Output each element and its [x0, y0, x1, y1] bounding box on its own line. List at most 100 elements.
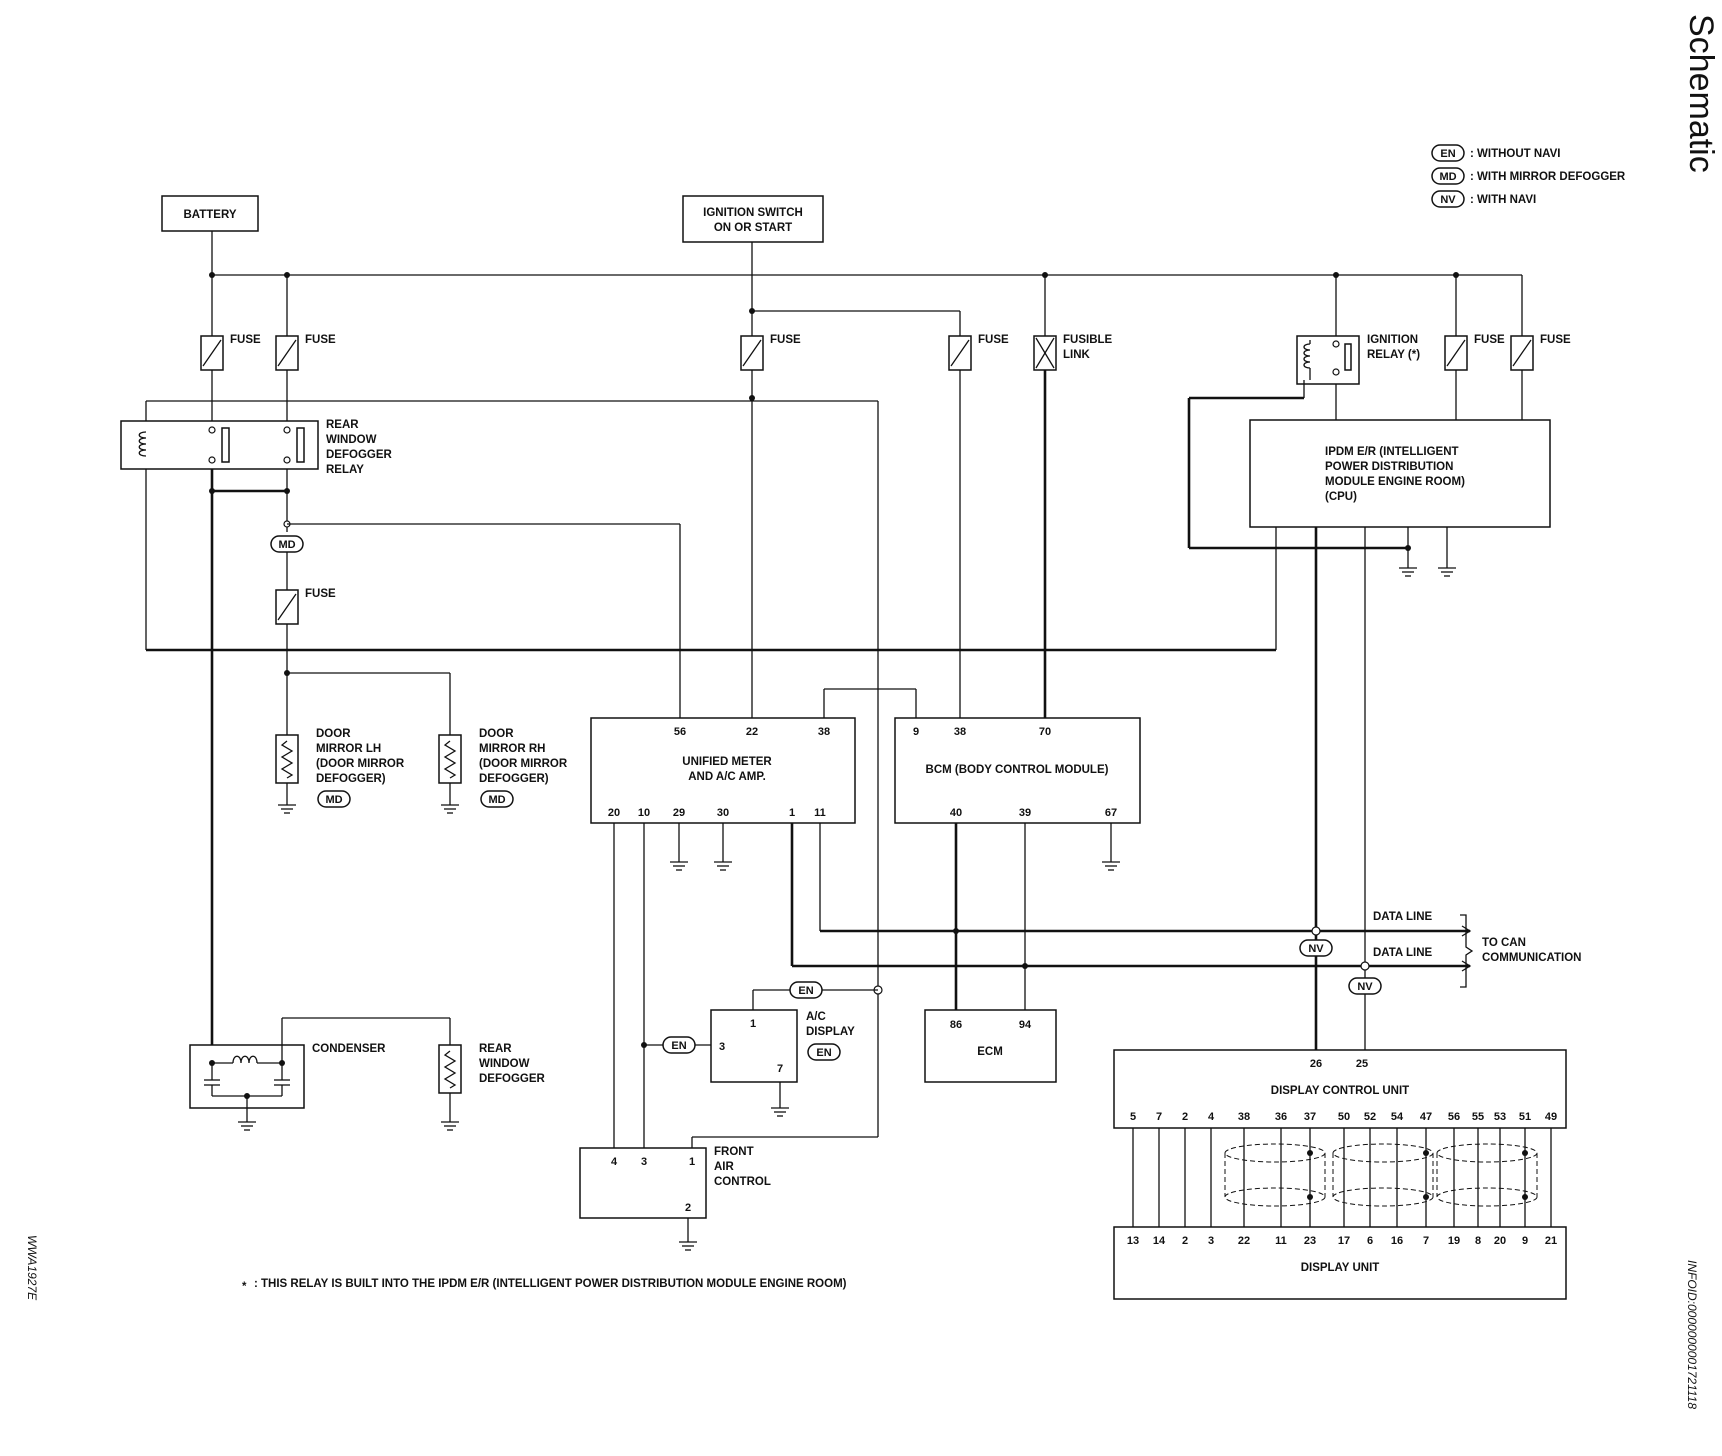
dcu-pin: 7 [1156, 1111, 1162, 1123]
ipdm-label-3: MODULE ENGINE ROOM) [1325, 476, 1465, 488]
relay-label-1: REAR [326, 419, 359, 431]
pin: 2 [685, 1202, 691, 1214]
pin: 70 [1039, 726, 1051, 738]
fuse-label: FUSE [978, 334, 1009, 346]
dcu-pin: 51 [1519, 1111, 1531, 1123]
dcu-pin: 2 [1182, 1111, 1188, 1123]
ignition-relay-label-2: RELAY (*) [1367, 349, 1420, 361]
du-pin: 13 [1127, 1235, 1139, 1247]
legend-nv-code: NV [1440, 194, 1456, 206]
fuse-ignition-meter [740, 311, 764, 718]
pin: 94 [1019, 1019, 1032, 1031]
ac-display-label-2: DISPLAY [806, 1026, 855, 1038]
rear-window-defogger [438, 1044, 462, 1131]
info-id: INFOID:0000000001721118 [1685, 1260, 1699, 1409]
battery-box [161, 195, 259, 232]
display-unit-box [1113, 1226, 1567, 1300]
mirror-rh-label-1: DOOR [479, 728, 514, 740]
data-line-label-1: DATA LINE [1373, 911, 1433, 923]
relay-label-2: WINDOW [326, 434, 377, 446]
pin: 26 [1310, 1058, 1322, 1070]
fuse-label: FUSE [1540, 334, 1571, 346]
du-pin: 23 [1304, 1235, 1316, 1247]
ecm-box [924, 1009, 1057, 1083]
front-air-control-box [579, 1147, 707, 1219]
pin: 38 [818, 726, 830, 738]
dcu-pin: 5 [1130, 1111, 1136, 1123]
md-tag-text: MD [325, 794, 342, 806]
rear-defogger-label-3: DEFOGGER [479, 1073, 546, 1085]
shield-junction [1522, 1150, 1528, 1156]
legend-md-code: MD [1439, 171, 1456, 183]
ipdm-label-1: IPDM E/R (INTELLIGENT [1325, 446, 1459, 458]
legend-md-tag [1431, 167, 1465, 185]
dcu-pin: 53 [1494, 1111, 1506, 1123]
shield-junction [1423, 1194, 1429, 1200]
can-brace [1460, 914, 1474, 988]
ipdm-er-box [1249, 419, 1551, 528]
shield-junction [1307, 1194, 1313, 1200]
du-pin: 20 [1494, 1235, 1506, 1247]
ignition-switch-label: IGNITION SWITCH [703, 207, 803, 219]
fuse-ignition-bcm [948, 311, 972, 718]
pin: 11 [814, 807, 826, 819]
pin: 3 [641, 1156, 647, 1168]
display-control-unit-box [1113, 1049, 1567, 1129]
fuse-label: FUSE [770, 334, 801, 346]
fuse-ipdm-2 [1510, 275, 1534, 420]
mirror-rh-label-2: MIRROR RH [479, 743, 545, 755]
ac-display-label-1: A/C [806, 1011, 826, 1023]
door-mirror-rh [438, 734, 462, 814]
mirror-lh-label-2: MIRROR LH [316, 743, 381, 755]
du-pin: 16 [1391, 1235, 1403, 1247]
mirror-lh-label-3: (DOOR MIRROR [316, 758, 405, 770]
fuse-label: FUSE [1474, 334, 1505, 346]
pin: 22 [746, 726, 758, 738]
pin: 9 [913, 726, 919, 738]
dcu-label: DISPLAY CONTROL UNIT [1271, 1085, 1409, 1097]
du-pin: 22 [1238, 1235, 1250, 1247]
en-tag-text: EN [798, 985, 813, 997]
fuse-label: FUSE [230, 334, 261, 346]
du-pin: 19 [1448, 1235, 1460, 1247]
ipdm-label-2: POWER DISTRIBUTION [1325, 461, 1453, 473]
dcu-pin: 56 [1448, 1111, 1460, 1123]
footnote-mark: * [242, 1281, 247, 1293]
du-pin: 17 [1338, 1235, 1350, 1247]
dcu-pin: 37 [1304, 1111, 1316, 1123]
pin: 67 [1105, 807, 1117, 819]
nv-tag-text: NV [1357, 981, 1373, 993]
ignition-relay-label: IGNITION [1367, 334, 1418, 346]
fuse-mirror [275, 589, 299, 735]
mirror-lh-label-1: DOOR [316, 728, 351, 740]
relay-label-4: RELAY [326, 464, 364, 476]
du-pin: 7 [1423, 1235, 1429, 1247]
legend-nv-text: : WITH NAVI [1470, 194, 1536, 206]
pin: 20 [608, 807, 620, 819]
door-mirror-lh [275, 734, 299, 814]
legend-en-tag [1431, 144, 1465, 162]
pin: 1 [750, 1018, 756, 1030]
ignition-switch-state: ON OR START [714, 222, 792, 234]
to-can-label-1: TO CAN [1482, 937, 1526, 949]
dcu-pin: 4 [1208, 1111, 1215, 1123]
fuse-label: FUSE [305, 334, 336, 346]
shield-group-3 [1436, 1143, 1538, 1207]
dcu-pin: 47 [1420, 1111, 1432, 1123]
du-pin: 8 [1475, 1235, 1481, 1247]
nv-tag-text: NV [1308, 943, 1324, 955]
md-tag-text: MD [488, 794, 505, 806]
dcu-pin: 38 [1238, 1111, 1250, 1123]
dcu-pin: 49 [1545, 1111, 1557, 1123]
mirror-rh-label-4: DEFOGGER) [479, 773, 549, 785]
shield-junction [1522, 1194, 1528, 1200]
dcu-pin: 55 [1472, 1111, 1484, 1123]
pin: 25 [1356, 1058, 1368, 1070]
footnote-text: : THIS RELAY IS BUILT INTO THE IPDM E/R … [254, 1278, 847, 1290]
pin: 7 [777, 1063, 783, 1075]
legend-nv-tag [1431, 190, 1465, 208]
du-pin: 2 [1182, 1235, 1188, 1247]
front-air-label-1: FRONT [714, 1146, 754, 1158]
condenser-label: CONDENSER [312, 1043, 386, 1055]
